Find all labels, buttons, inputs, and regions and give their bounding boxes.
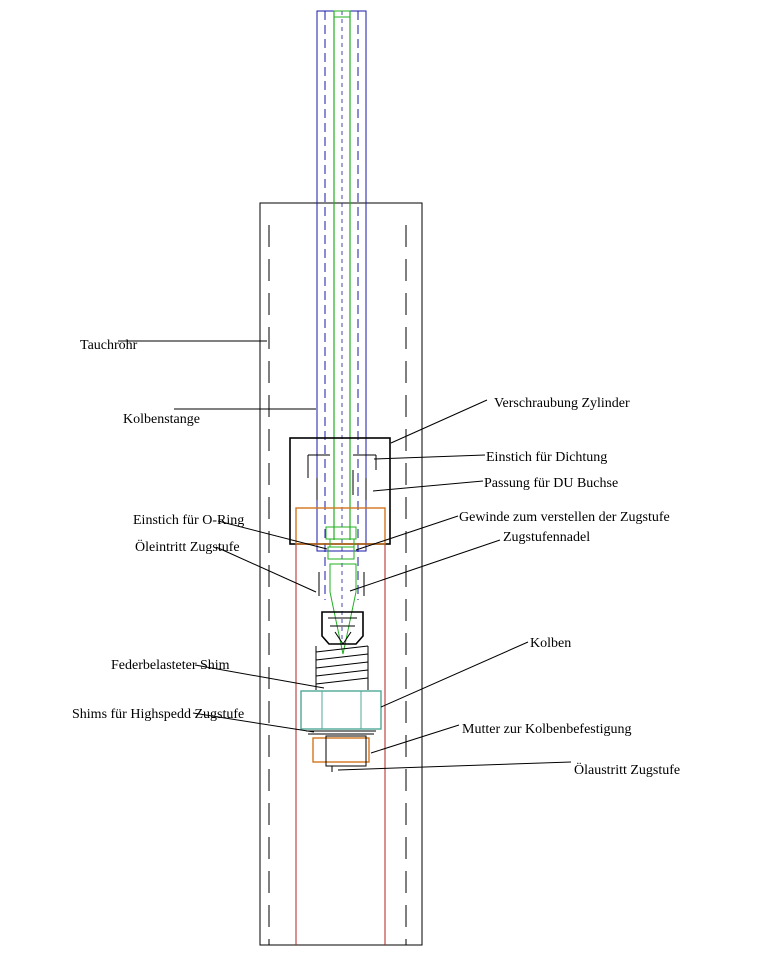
piston-nut xyxy=(312,735,370,772)
piston-rod-outline xyxy=(316,10,367,552)
leader-gewinde xyxy=(355,515,459,551)
piston-nut-body xyxy=(312,737,370,763)
leader-verschraubung xyxy=(390,399,488,444)
leader-oelaustritt xyxy=(337,761,572,771)
outer-tube xyxy=(259,202,423,946)
oil-inlet-ports xyxy=(318,572,365,596)
rebound-needle xyxy=(329,563,357,655)
o-ring-groove xyxy=(325,526,357,540)
label-tauchrohr: Tauchrohr xyxy=(80,338,138,353)
leader-shims-highspeed xyxy=(192,712,315,733)
piston-nut-inner xyxy=(325,735,367,767)
leader-oeleintritt xyxy=(215,546,317,593)
label-einstich-dichtung: Einstich für Dichtung xyxy=(486,450,607,465)
label-kolbenstange: Kolbenstange xyxy=(123,412,200,427)
valve-seat-body xyxy=(321,611,364,645)
label-einstich-o-ring: Einstich für O-Ring xyxy=(133,513,244,528)
leader-kolben xyxy=(380,641,529,708)
leader-mutter xyxy=(370,724,460,754)
cylinder-top-nut xyxy=(295,507,386,545)
label-shims-highspeed: Shims für Highspedd Zugstufe xyxy=(72,707,244,722)
needle-rod-cap xyxy=(333,10,351,18)
label-mutter-kolbenbefestigung: Mutter zur Kolbenbefestigung xyxy=(462,722,632,737)
valve-seat-detail xyxy=(328,617,357,645)
label-oelaustritt-zugstufe: Ölaustritt Zugstufe xyxy=(574,761,680,778)
leader-einstich-dichtung xyxy=(373,454,486,460)
leader-einstich-o-ring xyxy=(217,520,328,550)
label-kolben: Kolben xyxy=(530,636,571,651)
adjuster-needle-rod xyxy=(333,10,351,540)
shim-stack xyxy=(306,730,376,735)
piston xyxy=(300,690,382,730)
valve-seat xyxy=(321,611,364,645)
spring-coils xyxy=(315,645,369,685)
leader-zugstufennadel xyxy=(349,539,501,592)
damper-cylinder xyxy=(295,508,386,945)
piston-body xyxy=(300,690,382,730)
label-gewinde-zugstufe: Gewinde zum verstellen der Zugstufe xyxy=(459,510,670,525)
seal-groove xyxy=(307,454,377,478)
piston-rod xyxy=(316,10,367,640)
label-verschraubung-zylinder: Verschraubung Zylinder xyxy=(494,396,630,411)
outer-tube-outline xyxy=(259,202,423,946)
label-oeleintritt-zugstufe: Öleintritt Zugstufe xyxy=(135,538,240,555)
leader-lines xyxy=(118,340,572,771)
needle-valve xyxy=(325,526,357,655)
label-zugstufennadel: Zugstufennadel xyxy=(503,530,590,545)
label-passung-du-buchse: Passung für DU Buchse xyxy=(484,476,618,491)
label-federbelasteter-shim: Federbelasteter Shim xyxy=(111,658,230,673)
labels: Tauchrohr Kolbenstange Verschraubung Zyl… xyxy=(72,338,680,778)
shim-spring xyxy=(315,645,369,690)
du-bushing-fit xyxy=(316,470,367,500)
leader-federbelasteter-shim xyxy=(194,664,325,689)
needle-collar xyxy=(327,546,355,560)
leader-passung-du xyxy=(372,480,484,492)
